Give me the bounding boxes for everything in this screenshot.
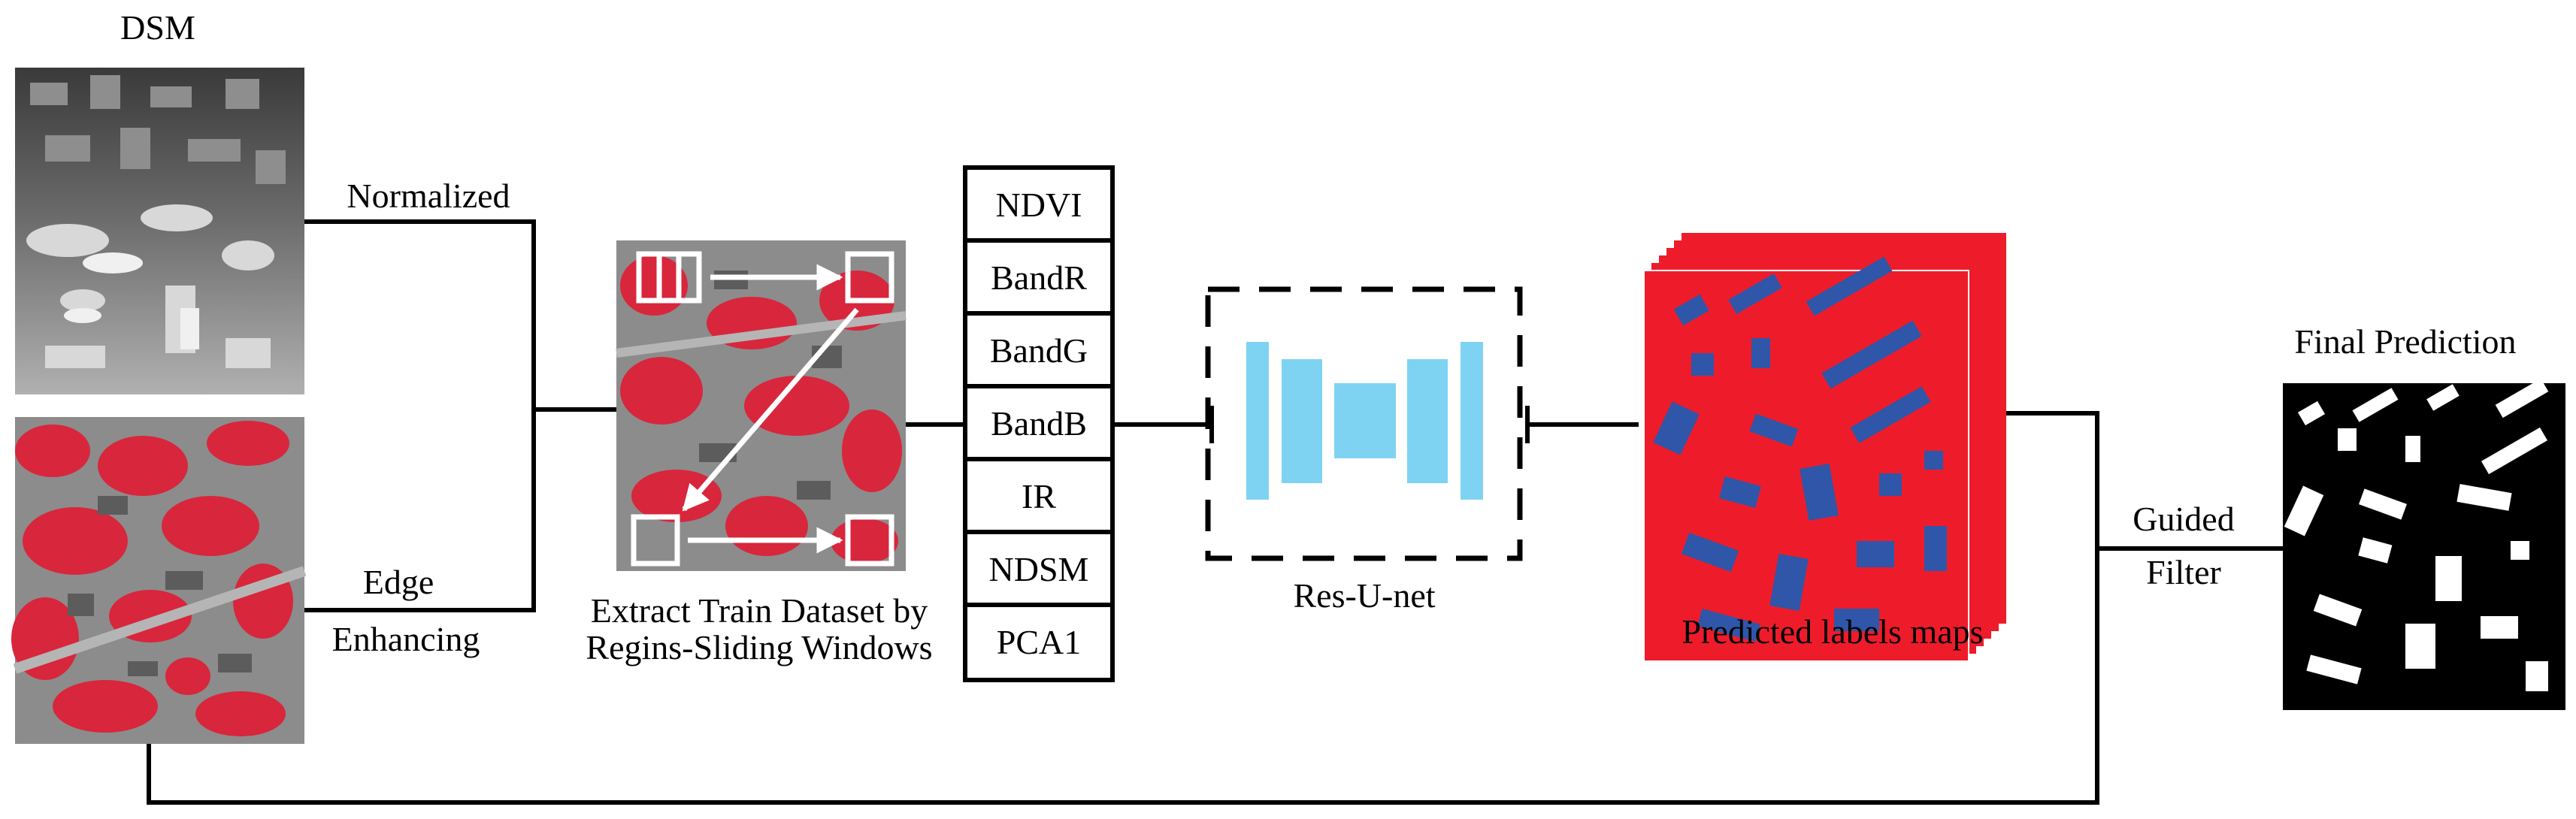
extract-label-line1: Extract Train Dataset by (591, 591, 928, 630)
feedback-line (147, 411, 2099, 805)
infrared-image (11, 417, 307, 744)
normalized-label: Normalized (347, 177, 510, 215)
edge-label: Edge (363, 563, 434, 601)
band-g: BandG (990, 331, 1088, 370)
window-bottom-right (845, 514, 894, 567)
unet-bottleneck (1334, 383, 1396, 458)
guided-label: Guided (2133, 500, 2234, 538)
band-ndvi: NDVI (996, 186, 1082, 224)
res-unet-label: Res-U-net (1293, 576, 1435, 615)
middle-connectors (906, 406, 1639, 443)
res-unet-block (1205, 286, 1523, 561)
window-top-right (845, 251, 894, 304)
extract-label-line2: Regins-Sliding Windows (586, 628, 932, 666)
final-prediction-image (2283, 378, 2565, 710)
filter-label: Filter (2146, 553, 2221, 591)
unet-encoder-1 (1246, 342, 1269, 500)
band-b: BandB (991, 404, 1087, 443)
window-bottom-left (631, 514, 680, 567)
predicted-label-maps (1643, 233, 2006, 662)
unet-encoder-2 (1282, 359, 1322, 483)
final-prediction-label: Final Prediction (2294, 322, 2516, 361)
slide-arrow-diagonal (682, 307, 859, 512)
band-pca1: PCA1 (997, 623, 1081, 661)
output-connectors (147, 411, 2283, 805)
band-ir: IR (1022, 477, 1056, 515)
window-start (636, 251, 702, 304)
dsm-ir-bracket (304, 219, 536, 612)
band-stack: NDVI BandR BandG BandB IR NDSM PCA1 (963, 165, 1115, 682)
unet-decoder-2 (1407, 359, 1448, 483)
sliding-windows (631, 251, 894, 567)
unet-decoder-1 (1461, 342, 1483, 500)
dsm-image (15, 68, 304, 394)
band-r: BandR (991, 258, 1087, 297)
predicted-label: Predicted labels maps (1682, 612, 1983, 651)
enhancing-label: Enhancing (332, 620, 480, 658)
input-connectors (304, 219, 616, 612)
dsm-label: DSM (120, 8, 195, 47)
band-ndsm: NDSM (989, 550, 1089, 588)
